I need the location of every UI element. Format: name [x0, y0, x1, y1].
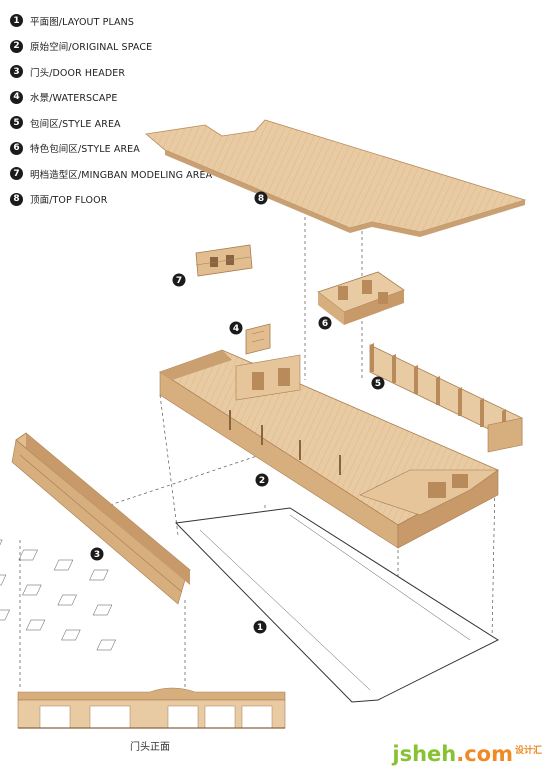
top-floor-slab: [145, 119, 527, 237]
legend-number: 6: [10, 141, 23, 155]
legend-label: 门头/DOOR HEADER: [30, 67, 126, 79]
legend: 1 平面图/LAYOUT PLANS 2 原始空间/ORIGINAL SPACE 3…: [10, 8, 270, 212]
legend-label: 特色包间区/STYLE AREA: [30, 144, 140, 156]
legend-number: 2: [10, 39, 23, 53]
badge-style-rooms: 5: [371, 376, 385, 390]
badge-door-header: 3: [90, 547, 104, 561]
watermark-text: jsheh.com: [392, 744, 513, 765]
elevation-caption: 门头正面: [130, 742, 170, 753]
legend-item: 3 门头/DOOR HEADER: [10, 59, 270, 85]
legend-label: 水景/WATERSCAPE: [30, 93, 118, 105]
legend-item: 1 平面图/LAYOUT PLANS: [10, 8, 270, 34]
watermark-dot: .com: [456, 742, 513, 766]
badge-layout-plan: 1: [253, 620, 267, 634]
legend-label: 顶面/TOP FLOOR: [30, 195, 108, 207]
door-header-elevation: [17, 687, 286, 729]
legend-number: 4: [10, 90, 23, 104]
legend-item: 5 包间区/STYLE AREA: [10, 110, 270, 136]
svg-text:4: 4: [233, 324, 239, 334]
svg-text:5: 5: [375, 379, 381, 389]
svg-text:6: 6: [322, 319, 328, 329]
legend-number: 1: [10, 14, 23, 28]
badge-top-floor: 8: [254, 191, 268, 205]
legend-label: 原始空间/ORIGINAL SPACE: [30, 42, 153, 54]
watermark-main: jsheh: [392, 742, 457, 766]
badge-mingdang: 7: [172, 273, 186, 287]
original-space-volume: [159, 349, 499, 549]
legend-label: 明档造型区/MINGBAN MODELING AREA: [30, 169, 213, 181]
waterscape-panel: [245, 323, 271, 355]
legend-number: 5: [10, 116, 23, 130]
legend-item: 4 水景/WATERSCAPE: [10, 85, 270, 111]
svg-text:8: 8: [258, 194, 264, 204]
feature-room-block: [317, 271, 405, 325]
badge-waterscape: 4: [229, 321, 243, 335]
legend-item: 2 原始空间/ORIGINAL SPACE: [10, 34, 270, 60]
mingdang-modeling-wall: [195, 244, 253, 277]
legend-number: 8: [10, 192, 23, 206]
legend-item: 6 特色包间区/STYLE AREA: [10, 136, 270, 162]
svg-text:7: 7: [176, 276, 182, 286]
watermark-cn: 设计汇: [514, 746, 542, 756]
legend-label: 平面图/LAYOUT PLANS: [30, 16, 134, 28]
svg-text:3: 3: [94, 550, 100, 560]
svg-text:2: 2: [259, 476, 265, 486]
badge-original-space: 2: [255, 473, 269, 487]
watermark-logo: jsheh.com 设计汇: [392, 743, 542, 765]
svg-text:1: 1: [257, 623, 263, 633]
layout-plan: [0, 507, 500, 703]
style-area-rooms: [369, 343, 523, 453]
door-header-beam: [11, 432, 191, 605]
legend-label: 包间区/STYLE AREA: [30, 118, 121, 130]
legend-item: 8 顶面/TOP FLOOR: [10, 187, 270, 213]
badge-feature-room: 6: [318, 316, 332, 330]
legend-number: 7: [10, 167, 23, 181]
legend-number: 3: [10, 65, 23, 79]
legend-item: 7 明档造型区/MINGBAN MODELING AREA: [10, 161, 270, 187]
